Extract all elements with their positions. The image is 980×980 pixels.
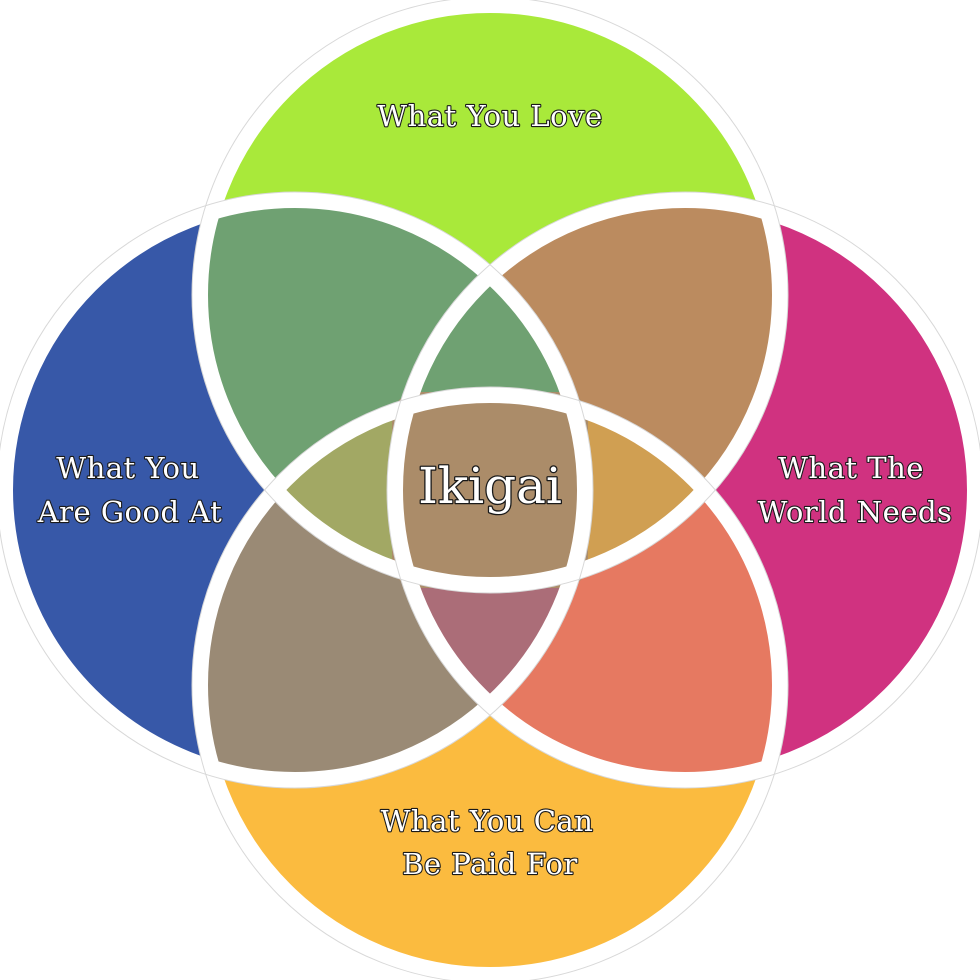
label-paid-for-line1: What You Can (381, 804, 594, 838)
overlap-love-world-paid (395, 395, 780, 585)
label-world-needs-line2: World Needs (758, 495, 953, 529)
label-what-you-love: What You Love (377, 99, 602, 133)
label-ikigai-center: Ikigai (418, 457, 562, 515)
overlap-love-good-world (395, 200, 585, 585)
label-good-at-line1: What You (56, 451, 199, 485)
label-world-needs-line1: What The (778, 451, 924, 485)
overlap-center (392, 392, 588, 588)
overlap-good-world-paid (395, 395, 585, 780)
overlap-love-good-paid (200, 395, 585, 585)
label-paid-for-line2: Be Paid For (402, 847, 578, 881)
label-good-at-line2: Are Good At (37, 495, 223, 529)
